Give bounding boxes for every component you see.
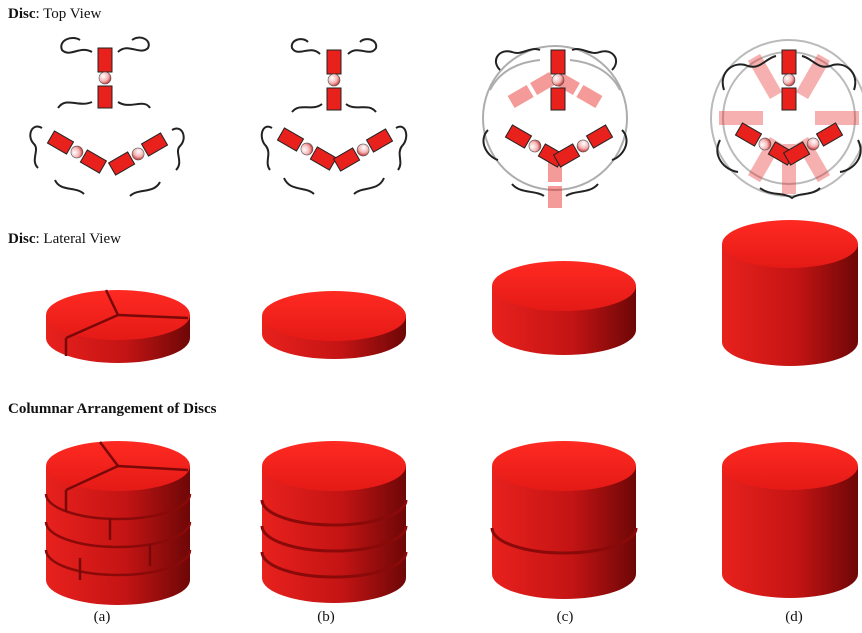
column-b — [262, 441, 406, 603]
top-view-a — [30, 38, 183, 196]
top-view-b — [262, 39, 407, 194]
molecule-arm — [47, 131, 106, 173]
lateral-disc-c — [492, 261, 636, 355]
molecule-arm — [109, 133, 168, 175]
molecule-arm — [334, 129, 393, 171]
column-c — [492, 441, 636, 599]
molecule-arm — [277, 128, 336, 170]
molecule-arm — [782, 50, 796, 110]
lateral-disc-a — [46, 290, 190, 363]
molecule-arm — [505, 125, 564, 167]
molecule-arm — [551, 50, 565, 110]
molecule-arm — [554, 125, 613, 167]
molecule-arm — [98, 48, 112, 108]
molecule-arm — [327, 50, 341, 110]
column-d — [722, 442, 858, 598]
lateral-disc-d — [722, 220, 858, 366]
column-a — [46, 441, 190, 605]
top-view-c — [483, 46, 627, 208]
top-view-d — [711, 40, 862, 198]
lateral-disc-b — [262, 291, 406, 359]
